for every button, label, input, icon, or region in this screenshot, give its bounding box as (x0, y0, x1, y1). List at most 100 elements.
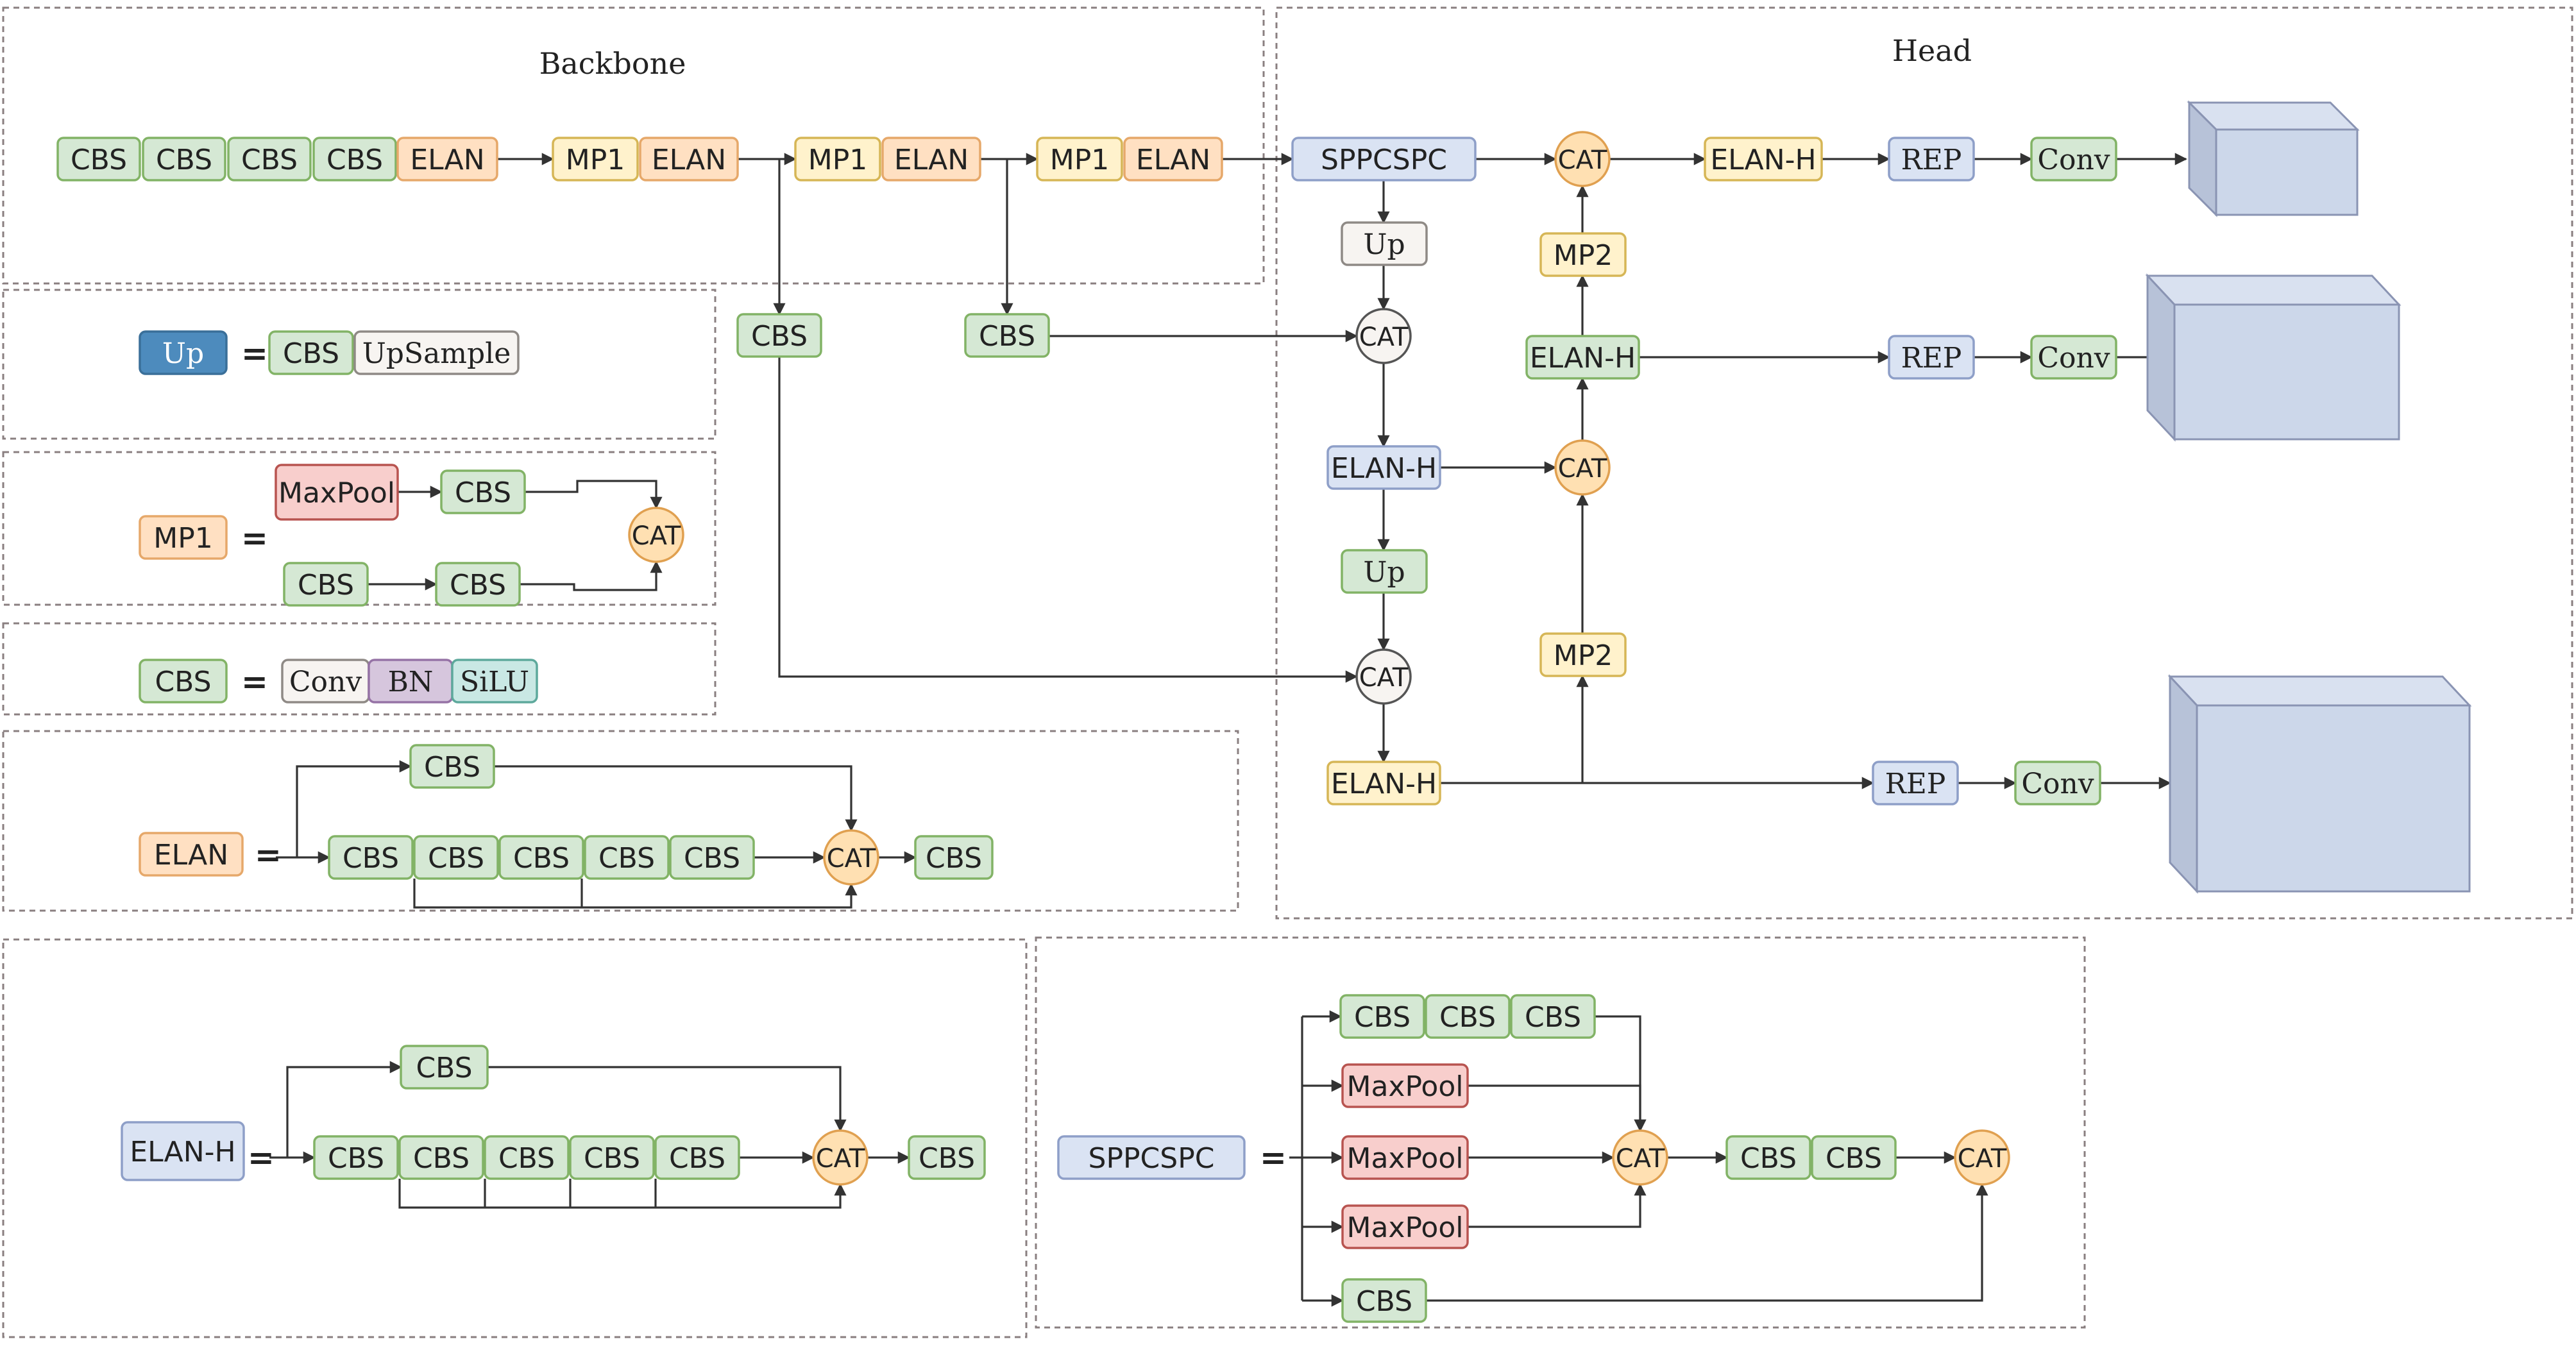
legend-sppcspc-maxpool-2: MaxPool (1341, 1135, 1469, 1180)
cbs-legend-region (2, 622, 716, 716)
legend-sppcspc-maxpool-3: MaxPool (1341, 1204, 1469, 1249)
head-cat-top: CAT (1554, 131, 1611, 187)
legend-mp1-equals: = (241, 519, 268, 557)
backbone-section-title: Backbone (539, 46, 686, 81)
legend-elan-h-cbs-3: CBS (484, 1135, 570, 1180)
legend-sppcspc-cbs-top-2-label: CBS (1439, 1001, 1496, 1034)
legend-sppcspc-cbs-top-1-label: CBS (1354, 1001, 1411, 1034)
legend-mp1-cat-label: CAT (632, 521, 681, 551)
edge-elan-top-cat (494, 765, 858, 832)
legend-elan-h-cat-label: CAT (816, 1144, 865, 1174)
head-rep-3: REP (1872, 761, 1959, 805)
legend-sppcspc-cat-1-label: CAT (1616, 1144, 1665, 1174)
legend-mp1-block-label: MP1 (153, 522, 213, 555)
legend-sppcspc-cbs-mid-2: CBS (1811, 1135, 1897, 1180)
legend-sppcspc-cat-2-label: CAT (1958, 1144, 2007, 1174)
legend-sppcspc-maxpool-1-label: MaxPool (1347, 1070, 1464, 1103)
head-region (1275, 6, 2573, 920)
head-mp2-top-label: MP2 (1554, 239, 1613, 272)
legend-sppcspc-cat-2: CAT (1954, 1129, 2010, 1186)
legend-elan-h-cbs-3-label: CBS (498, 1142, 555, 1175)
legend-elan-block: ELAN (139, 832, 244, 877)
head-mp2-top: MP2 (1539, 232, 1627, 277)
legend-elan-cbs-2-label: CBS (428, 842, 484, 875)
legend-elan-cbs-4-label: CBS (598, 842, 655, 875)
elan-h-legend-region (2, 938, 1028, 1338)
head-conv-2: Conv (2030, 335, 2117, 380)
legend-sppcspc-cbs-mid-1-label: CBS (1740, 1142, 1797, 1175)
edge-spp-mp3-cat (1468, 1183, 1647, 1228)
backbone-cbs-2-label: CBS (156, 144, 212, 176)
head-conv-2-label: Conv (2037, 342, 2110, 375)
head-section-title: Head (1892, 33, 1972, 68)
head-rep-1: REP (1888, 137, 1975, 181)
mp1-legend-region (2, 451, 716, 606)
head-up-1-label: Up (1363, 228, 1405, 261)
backbone-cbs-1: CBS (56, 137, 141, 181)
legend-elan-h-cbs-2-label: CBS (413, 1142, 470, 1175)
legend-elan-h-cbs-1-label: CBS (328, 1142, 384, 1175)
legend-sppcspc-cbs-mid-2-label: CBS (1826, 1142, 1882, 1175)
legend-sppcspc-block-label: SPPCSPC (1089, 1142, 1215, 1175)
backbone-mp1-2: MP1 (794, 137, 881, 181)
head-elan-h-1-label: ELAN-H (1331, 452, 1437, 485)
legend-elan-h-cbs-5: CBS (654, 1135, 740, 1180)
head-up-2: Up (1341, 549, 1428, 594)
legend-sppcspc-cat-1: CAT (1612, 1129, 1668, 1186)
legend-sppcspc-equals: = (1260, 1139, 1287, 1176)
legend-mp1-cbs-bottom-2: CBS (435, 562, 521, 607)
legend-sppcspc-block: SPPCSPC (1057, 1135, 1246, 1180)
head-conv-1-label: Conv (2037, 144, 2110, 176)
branch-cbs-2-label: CBS (979, 320, 1035, 353)
legend-up-upsample: UpSample (353, 330, 520, 375)
legend-elan-block-label: ELAN (154, 839, 228, 872)
legend-sppcspc-cbs-bottom-label: CBS (1356, 1285, 1412, 1318)
legend-cbs-conv: Conv (281, 659, 370, 703)
backbone-elan-3-label: ELAN (894, 144, 969, 176)
output-cube-large (2167, 674, 2472, 894)
head-cat-1-label: CAT (1359, 323, 1409, 352)
backbone-cbs-4: CBS (312, 137, 397, 181)
head-cat-top-label: CAT (1558, 146, 1607, 175)
edge-mp1-cbsb2-cat (520, 560, 663, 591)
edge-elan-bottom-cat (413, 879, 858, 909)
legend-elan-h-cbs-out: CBS (908, 1135, 986, 1180)
legend-mp1-cbs-bottom-2-label: CBS (450, 569, 506, 602)
legend-sppcspc-cbs-top-1: CBS (1339, 994, 1425, 1039)
backbone-mp1-3-label: MP1 (1050, 144, 1110, 176)
legend-sppcspc-maxpool-3-label: MaxPool (1347, 1211, 1464, 1244)
sppcspc-legend-region (1035, 936, 2086, 1329)
legend-mp1-cat: CAT (628, 507, 684, 563)
backbone-elan-4-label: ELAN (1136, 144, 1210, 176)
legend-cbs-silu: SiLU (451, 659, 538, 703)
branch-cbs-1-label: CBS (751, 320, 808, 353)
edge-spp-cbsb-cat2 (1426, 1183, 1988, 1302)
legend-cbs-silu-label: SiLU (460, 666, 529, 698)
legend-sppcspc-cbs-top-3: CBS (1510, 994, 1596, 1039)
legend-elan-cbs-5-label: CBS (684, 842, 740, 875)
legend-mp1-maxpool-label: MaxPool (278, 477, 395, 510)
legend-up-block-label: Up (162, 337, 204, 370)
head-mp2-bottom: MP2 (1539, 632, 1627, 677)
legend-up-cbs: CBS (268, 330, 354, 375)
head-conv-1: Conv (2030, 137, 2117, 181)
legend-elan-h-cbs-5-label: CBS (669, 1142, 725, 1175)
legend-elan-cbs-5: CBS (669, 835, 755, 880)
head-rep-2-label: REP (1901, 342, 1962, 375)
legend-sppcspc-cbs-top-3-label: CBS (1525, 1001, 1581, 1034)
legend-elan-cbs-3: CBS (498, 835, 584, 880)
backbone-mp1-2-label: MP1 (808, 144, 868, 176)
head-elan-h-top: ELAN-H (1704, 137, 1823, 181)
legend-cbs-bn-label: BN (388, 666, 434, 698)
legend-mp1-block: MP1 (139, 515, 228, 560)
head-cat-2: CAT (1355, 648, 1412, 705)
backbone-elan-1: ELAN (396, 137, 498, 181)
backbone-elan-2-label: ELAN (652, 144, 726, 176)
legend-elan-h-cbs-1: CBS (313, 1135, 399, 1180)
backbone-elan-2: ELAN (639, 137, 739, 181)
elan-legend-region (2, 730, 1239, 912)
backbone-cbs-4-label: CBS (326, 144, 383, 176)
legend-sppcspc-cbs-bottom: CBS (1341, 1278, 1427, 1323)
head-cat-1: CAT (1355, 308, 1412, 364)
